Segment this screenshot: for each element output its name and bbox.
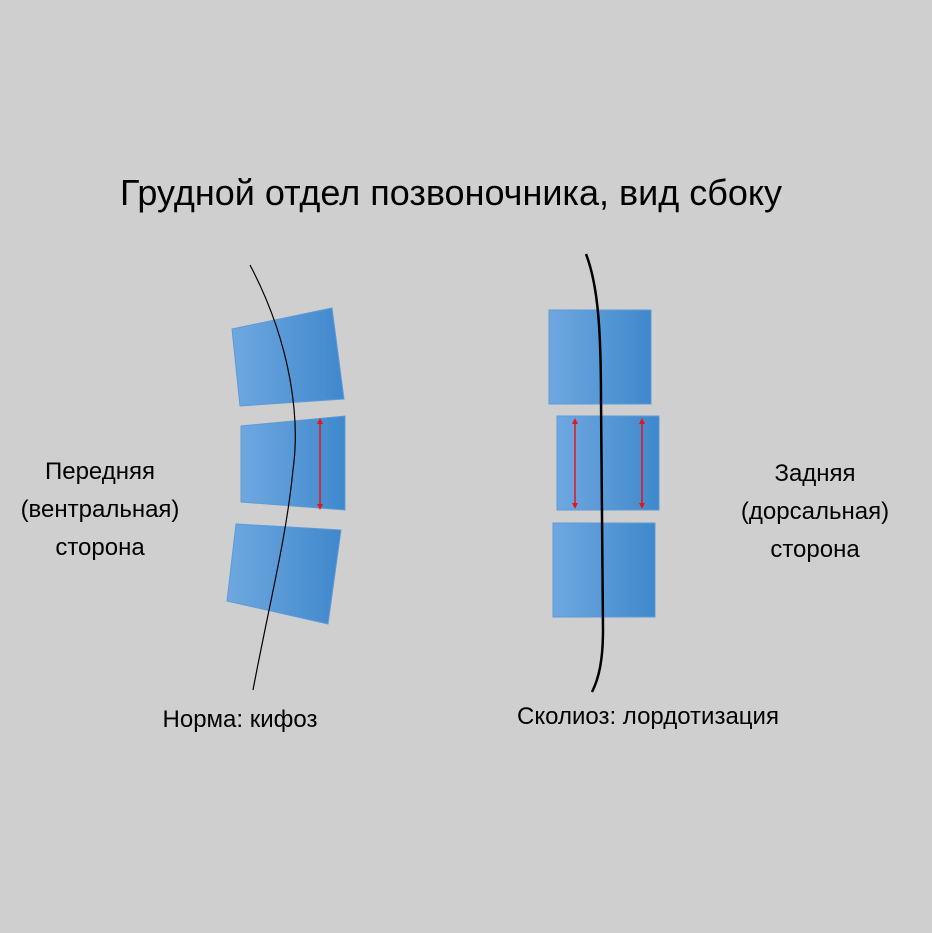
normal-vertebra-top	[231, 307, 345, 407]
diagram-title: Грудной отдел позвоночника, вид сбоку	[119, 172, 783, 213]
normal-spine	[226, 264, 346, 691]
dorsal-label-line-1: Задняя	[774, 460, 856, 487]
dorsal-side-label: Задняя (дорсальная) сторона	[720, 455, 910, 569]
normal-vertebra-bottom	[226, 523, 342, 625]
normal-kyphosis-caption: Норма: кифоз	[162, 706, 318, 733]
scoliosis-spine-line	[584, 253, 605, 693]
ventral-label-line-1: Передняя	[44, 458, 155, 485]
scoliosis-spine	[548, 253, 660, 693]
scoliosis-lordotization-caption: Сколиоз: лордотизация	[517, 703, 779, 730]
scoliosis-vertebra-middle	[556, 415, 660, 511]
dorsal-label-line-3: сторона	[770, 536, 860, 563]
ventral-label-line-2: (вентральная)	[20, 496, 180, 523]
ventral-label-line-3: сторона	[55, 534, 145, 561]
ventral-side-label: Передняя (вентральная) сторона	[2, 453, 198, 567]
normal-spine-line	[249, 264, 296, 691]
dorsal-label-line-2: (дорсальная)	[740, 498, 890, 525]
normal-vertebra-middle	[240, 415, 346, 511]
